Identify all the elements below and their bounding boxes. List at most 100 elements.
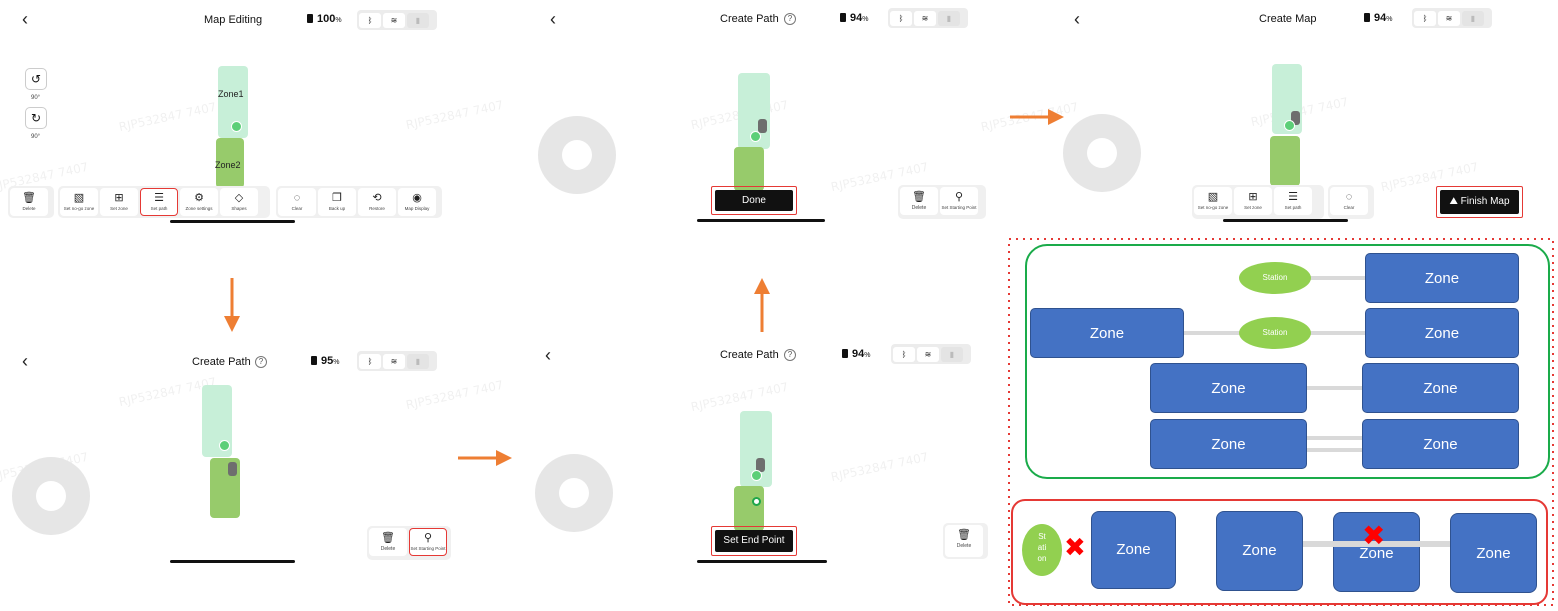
set-zone-button[interactable]: ⊞Set zone — [100, 188, 138, 216]
bluetooth-icon: ᛒ — [893, 346, 915, 362]
battery-icon — [842, 349, 848, 358]
toolbar-group-clear: ◌Clear — [1328, 185, 1374, 219]
signal-icon: ▮ — [1462, 10, 1484, 26]
back-icon[interactable]: ‹ — [22, 351, 28, 371]
no-go-icon: ▧ — [73, 192, 85, 204]
set-end-point-button[interactable]: Set End Point — [715, 530, 793, 552]
clear-button[interactable]: ◌Clear — [1330, 187, 1368, 215]
clear-icon: ◌ — [293, 192, 301, 204]
home-indicator — [697, 560, 827, 563]
connection-line — [1333, 541, 1420, 547]
arrow-right-icon — [458, 450, 512, 466]
zone-node: Zone — [1216, 511, 1303, 591]
zone-icon: ⊞ — [1248, 191, 1258, 203]
joystick[interactable] — [1063, 114, 1141, 192]
arrow-right-icon — [1010, 109, 1064, 125]
battery-status: 94% — [842, 348, 870, 360]
back-icon[interactable]: ‹ — [550, 9, 556, 29]
back-icon[interactable]: ‹ — [22, 9, 28, 29]
joystick[interactable] — [535, 454, 613, 532]
delete-button[interactable]: 🗑Delete — [900, 187, 938, 215]
zone-node: Zone — [1150, 419, 1307, 469]
zone-icon: ⊞ — [114, 192, 124, 204]
delete-button[interactable]: 🗑Delete — [10, 188, 48, 216]
connection-status: ᛒ ≋ ▮ — [888, 8, 968, 28]
restore-button[interactable]: ⟲Restore — [358, 188, 396, 216]
set-no-go-zone-button[interactable]: ▧Set no-go zone — [60, 188, 98, 216]
help-icon[interactable]: ? — [784, 13, 796, 25]
watermark: RJP532847 7407 — [404, 377, 505, 413]
joystick-knob[interactable] — [1087, 138, 1117, 168]
delete-button[interactable]: 🗑Delete — [945, 525, 983, 557]
zone2-area[interactable] — [734, 147, 764, 191]
joystick-knob[interactable] — [562, 140, 592, 170]
joystick[interactable] — [538, 116, 616, 194]
done-button[interactable]: Done — [715, 190, 793, 211]
delete-button[interactable]: 🗑Delete — [369, 528, 407, 556]
eye-icon: ◉ — [412, 192, 422, 204]
battery-icon — [311, 356, 317, 365]
joystick-knob[interactable] — [559, 478, 589, 508]
zone2-area[interactable] — [216, 138, 244, 188]
zone-settings-button[interactable]: ⚙Zone settings — [180, 188, 218, 216]
wifi-icon: ≋ — [383, 353, 405, 369]
signal-icon: ▮ — [407, 353, 429, 369]
signal-icon: ▮ — [938, 10, 960, 26]
battery-icon — [1364, 13, 1370, 22]
help-icon[interactable]: ? — [255, 356, 267, 368]
connection-line — [1306, 448, 1364, 452]
battery-icon — [307, 14, 313, 23]
home-indicator — [697, 219, 825, 222]
back-up-button[interactable]: ❐Back up — [318, 188, 356, 216]
location-pin-icon: ⚲ — [954, 191, 964, 203]
rotate-left-icon[interactable]: ↺ — [25, 68, 47, 90]
shapes-button[interactable]: ◇Shapes — [220, 188, 258, 216]
joystick-knob[interactable] — [36, 481, 66, 511]
clear-button[interactable]: ◌Clear — [278, 188, 316, 216]
set-zone-button[interactable]: ⊞Set zone — [1234, 187, 1272, 215]
map-display-button[interactable]: ◉Map Display — [398, 188, 436, 216]
watermark: RJP532847 7407 — [117, 99, 218, 135]
path-icon: ☰ — [154, 192, 164, 204]
path-point-icon — [750, 131, 761, 142]
set-path-button[interactable]: ☰Set path — [140, 188, 178, 216]
connection-line — [1306, 386, 1364, 390]
toolbar-group-edit: ▧Set no-go zone ⊞Set zone ☰Set path — [1192, 185, 1324, 219]
zone2-label: Zone2 — [215, 160, 241, 170]
bluetooth-icon: ᛒ — [359, 353, 381, 369]
home-indicator — [170, 220, 295, 223]
clear-icon: ◌ — [1345, 191, 1353, 203]
arrow-down-icon — [224, 278, 240, 332]
zone2-area[interactable] — [1270, 136, 1300, 186]
location-pin-icon: ⚲ — [423, 532, 433, 544]
station-node: Station — [1239, 262, 1311, 294]
connection-line — [1302, 541, 1334, 547]
set-starting-point-button[interactable]: ⚲Set Starting Point — [409, 528, 447, 556]
zone-node: Zone — [1365, 308, 1519, 358]
help-icon[interactable]: ? — [784, 349, 796, 361]
trash-icon: 🗑 — [381, 532, 395, 544]
zone-node: Zone — [1450, 513, 1537, 593]
joystick[interactable] — [12, 457, 90, 535]
signal-icon: ▮ — [407, 12, 429, 28]
rotate-right-icon[interactable]: ↻ — [25, 107, 47, 129]
connection-status: ᛒ ≋ ▮ — [357, 10, 437, 30]
highlight-box — [711, 186, 797, 215]
trash-icon: 🗑 — [22, 192, 36, 204]
station-node: Station — [1239, 317, 1311, 349]
set-path-button[interactable]: ☰Set path — [1274, 187, 1312, 215]
zone2-area[interactable] — [734, 486, 764, 531]
path-point-icon — [1284, 120, 1295, 131]
zone-settings-icon: ⚙ — [194, 192, 204, 204]
station-node: St ati on — [1022, 524, 1062, 576]
set-no-go-zone-button[interactable]: ▧Set no-go zone — [1194, 187, 1232, 215]
robot-icon — [756, 458, 765, 472]
invalid-x-icon: ✖ — [1064, 533, 1086, 563]
finish-map-button[interactable]: ⛰ Finish Map — [1440, 190, 1519, 214]
back-icon[interactable]: ‹ — [545, 345, 551, 365]
connection-line — [1306, 436, 1364, 440]
invalid-examples-box — [1011, 499, 1548, 605]
zone-node: Zone — [1333, 512, 1420, 592]
back-icon[interactable]: ‹ — [1074, 9, 1080, 29]
set-starting-point-button[interactable]: ⚲Set Starting Point — [940, 187, 978, 215]
